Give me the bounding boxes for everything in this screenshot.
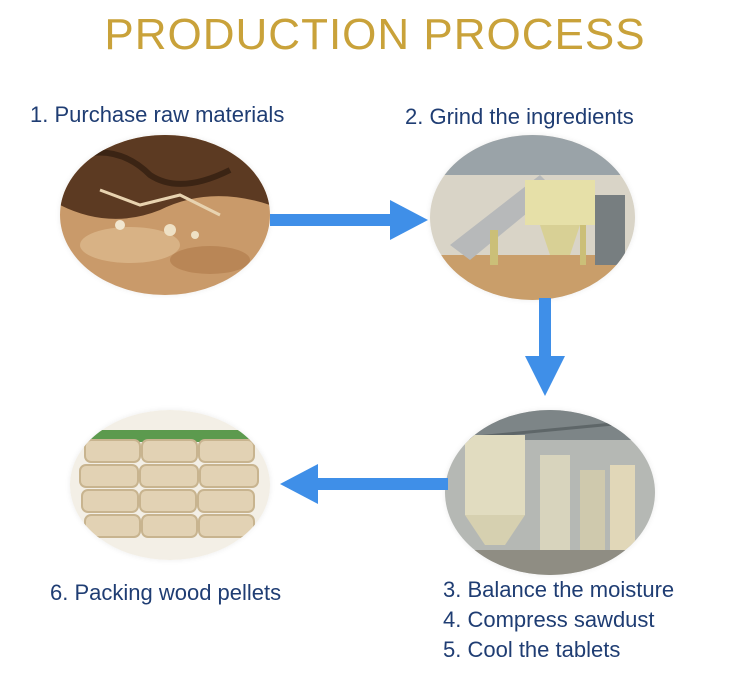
arrow-down-icon xyxy=(523,298,567,398)
grinding-machine-photo xyxy=(430,135,635,300)
step-6-label: 6. Packing wood pellets xyxy=(50,580,281,606)
pellet-plant-photo xyxy=(445,410,655,575)
steps-3-5-labels: 3. Balance the moisture 4. Compress sawd… xyxy=(443,575,674,665)
step-3-label: 3. Balance the moisture xyxy=(443,575,674,605)
raw-materials-photo xyxy=(60,135,270,295)
arrow-right-icon xyxy=(270,198,430,242)
arrow-left-icon xyxy=(278,462,448,506)
step-5-label: 5. Cool the tablets xyxy=(443,635,674,665)
step-2-label: 2. Grind the ingredients xyxy=(405,104,634,130)
step-1-label: 1. Purchase raw materials xyxy=(30,102,284,128)
step-4-label: 4. Compress sawdust xyxy=(443,605,674,635)
packed-pellets-photo xyxy=(70,410,270,560)
page-title: PRODUCTION PROCESS xyxy=(0,10,750,60)
